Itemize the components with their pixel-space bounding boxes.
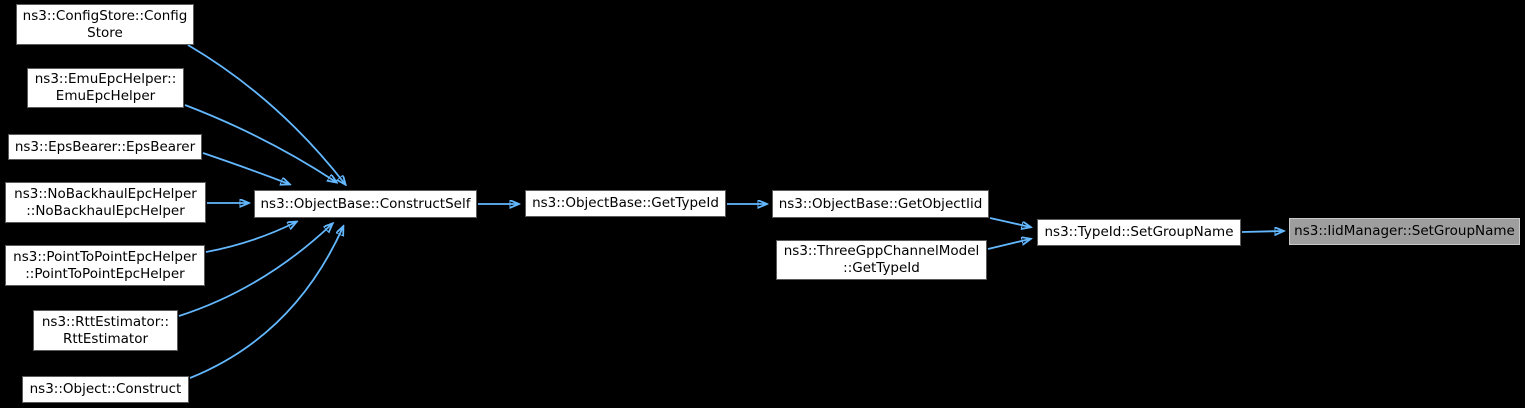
- edge-typeidsetgroupname-iidmanagersetgroupname: [1241, 231, 1283, 232]
- edge-rttestimator-constructself: [178, 224, 332, 317]
- node-configstore-configstore[interactable]: ns3::ConfigStore::Config Store: [16, 4, 194, 45]
- node-nobackhaulepchelper[interactable]: ns3::NoBackhaulEpcHelper ::NoBackhaulEpc…: [5, 182, 206, 223]
- edge-epsbearer-constructself: [202, 152, 289, 184]
- node-emuepchelper-emuepchelper[interactable]: ns3::EmuEpcHelper:: EmuEpcHelper: [27, 68, 184, 108]
- node-threegppchannelmodel-gettypeid[interactable]: ns3::ThreeGppChannelModel ::GetTypeId: [776, 240, 987, 280]
- node-typeid-setgroupname[interactable]: ns3::TypeId::SetGroupName: [1037, 219, 1241, 246]
- node-iidmanager-setgroupname: ns3::IidManager::SetGroupName: [1289, 218, 1520, 245]
- edge-objectconstruct-constructself: [189, 227, 343, 379]
- edge-getobjectiid-typeidsetgroupname: [989, 217, 1030, 227]
- node-object-construct[interactable]: ns3::Object::Construct: [22, 376, 189, 403]
- node-epsbearer-epsbearer[interactable]: ns3::EpsBearer::EpsBearer: [8, 134, 202, 160]
- node-objectbase-constructself[interactable]: ns3::ObjectBase::ConstructSelf: [254, 190, 477, 218]
- node-objectbase-getobjectiid[interactable]: ns3::ObjectBase::GetObjectIid: [772, 190, 989, 218]
- edge-pointtopointepchelper-constructself: [205, 222, 296, 253]
- edge-configstore-constructself: [187, 44, 345, 184]
- node-rttestimator-rttestimator[interactable]: ns3::RttEstimator:: RttEstimator: [33, 310, 178, 351]
- node-pointtopointepchelper[interactable]: ns3::PointToPointEpcHelper ::PointToPoin…: [5, 245, 205, 286]
- edge-emuepchelper-constructself: [184, 104, 336, 182]
- node-objectbase-gettypeid[interactable]: ns3::ObjectBase::GetTypeId: [525, 190, 726, 217]
- edge-threegppgettypeid-typeidsetgroupname: [987, 239, 1030, 250]
